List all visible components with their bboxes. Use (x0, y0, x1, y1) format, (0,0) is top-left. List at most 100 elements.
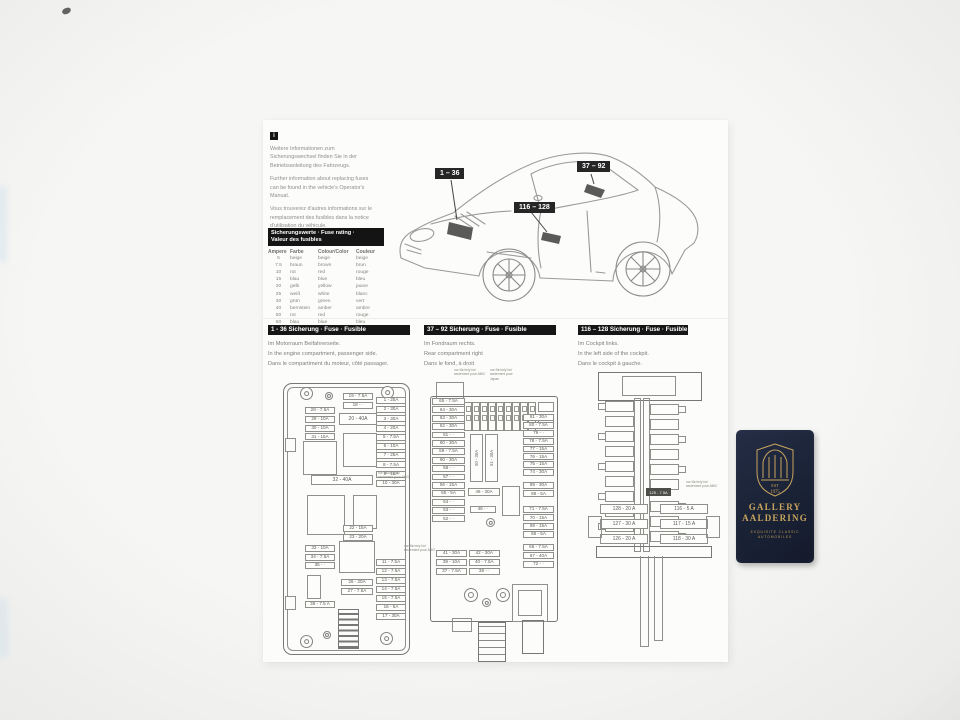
info-paragraph: Further information about replacing fuse… (270, 176, 369, 199)
fusebox-diagram-cockpit: 125 - 7.5A nur für/only for/ seulement p… (588, 368, 720, 660)
fuse-slot (472, 402, 480, 431)
booklet-title-line2: AALDERING (742, 513, 808, 524)
mount-bracket (706, 516, 720, 538)
screw-icon (323, 631, 331, 639)
relay-label: 32 - 40A (311, 475, 373, 485)
fuse-label: 6 - 10A (376, 442, 406, 450)
section-text-rear: Im Fondraum rechts.Rear compartment righ… (424, 341, 483, 367)
fuse-label: 12 - 7.5A (376, 568, 406, 575)
fuse-label: 88 - 5A (523, 490, 554, 498)
booklet-subtitle: EXQUISITE CLASSIC AUTOMOBILES (750, 529, 800, 540)
connector-striped (478, 622, 506, 662)
fuse-slot (496, 402, 504, 431)
svg-text:1975: 1975 (770, 490, 780, 495)
fusebox-outline (283, 383, 410, 655)
fuse-label: 8 - 7.5A (376, 461, 406, 469)
fuse-label: 117 - 15 A (660, 519, 708, 529)
fuse-label: 1 - 25A (376, 397, 406, 404)
fuse-label: 37 - 7.5A (436, 567, 467, 575)
table-row: 30 grün green vert (275, 298, 365, 304)
fuse-label: 42 - 30A (468, 550, 500, 557)
fuse-label: 5 - 7.5A (376, 433, 406, 441)
mount-bracket (588, 516, 602, 538)
fuse-label: 66 - 7.5A (523, 544, 554, 551)
fuse-label: 39 - 10A (436, 558, 467, 566)
fuse-label: 79 - · (523, 429, 554, 437)
fuse-label: 13 - 7.5A (376, 577, 406, 584)
fuse-slot-nub (598, 493, 606, 500)
fuse-label: 4 - 20A (376, 424, 406, 432)
fuse-slot (504, 402, 512, 431)
screw-icon (300, 387, 313, 400)
fuse-slot (650, 464, 679, 475)
paper-fold-line (263, 318, 728, 319)
fuse-label: 71 - 7.5A (523, 506, 554, 513)
table-row: 50 rot red rouge (275, 313, 369, 319)
table-row: 7.5 braun brown brun (275, 262, 366, 268)
fuse-label: 40 - 7.5A (468, 558, 500, 566)
fusebox-notch (285, 596, 296, 610)
fuse-slot (464, 402, 472, 431)
fuse-label: 36 - 7.5 A (305, 601, 335, 608)
table-row: 40 bernstein amber ambre (275, 305, 370, 311)
fuse-label: 59 - 7.5A (432, 448, 465, 456)
fuse-label: 127 - 30 A (600, 519, 648, 529)
fuse-label: 18 - · (343, 401, 373, 409)
section-header-rear: 37 – 92 Sicherung · Fuse · Fusible (424, 325, 556, 335)
fuse-label: 27 - 7.5A (341, 587, 373, 595)
screw-icon (325, 392, 333, 400)
fuse-label: 61 - · (432, 431, 465, 439)
fuse-label: 15 - 7.5A (376, 595, 406, 602)
fuse-label: 3 - 30A (376, 415, 406, 423)
mount-leg (640, 556, 649, 647)
connector-striped (338, 609, 359, 649)
fuse-label: 49 - 30A (468, 488, 500, 496)
car-fusebox-label-front: 1 – 36 (435, 168, 465, 179)
section-header-cockpit: 116 – 128 Sicherung · Fuse · Fusible (578, 325, 688, 335)
fuse-rating-table: Sicherungswerte · Fuse rating · Valeur d… (268, 228, 384, 326)
fuse-label: 30 - 10A (305, 424, 335, 432)
connector (522, 620, 544, 654)
fuse-rating-table-body: 5 beige beige beige 7.5 braun brown brun… (268, 255, 384, 327)
fuse-label: 2 - 30A (376, 406, 406, 414)
fuse-slot (488, 402, 496, 431)
booklet-title-line1: GALLERY (748, 502, 802, 512)
fuse-label: 65 - 7.5A (432, 398, 465, 405)
fuse-label: 69 - 15A (523, 522, 554, 530)
table-row: 5 beige beige beige (277, 255, 368, 261)
car-fusebox-label-door: 116 – 128 (514, 202, 555, 213)
photo-artifact-speck (61, 6, 72, 16)
svg-text:EST: EST (771, 483, 779, 488)
screw-icon (482, 598, 491, 607)
connector (452, 618, 472, 632)
fuse-label: 9 - 15A (376, 470, 406, 478)
fuse-label: 90 - 30A (432, 456, 465, 464)
table-row: 25 weiß white blanc (275, 291, 368, 297)
relay-vertical: 50 - 30A (470, 434, 483, 482)
screw-icon (464, 588, 478, 602)
table-row: 10 rot red rouge (275, 270, 369, 275)
fuse-slot (605, 476, 634, 487)
fuse-slot-nub (678, 436, 686, 443)
screw-icon (380, 632, 393, 645)
fuse-slot (480, 402, 488, 431)
info-paragraphs: Weitere Informationen zum Sicherungswech… (270, 145, 378, 230)
section-header-engine: 1 - 36 Sicherung · Fuse · Fusible (268, 325, 410, 335)
fuse-slot (650, 404, 679, 415)
fuse-slot (605, 431, 634, 442)
table-row: 15 blau blue bleu (275, 277, 366, 283)
relay-blank (502, 486, 520, 516)
fuse-label: 72 - · (523, 560, 554, 568)
fuse-label: 58 - · (432, 465, 465, 473)
fuse-label: 29 - 10A (305, 415, 335, 423)
relay-blank (307, 495, 345, 535)
